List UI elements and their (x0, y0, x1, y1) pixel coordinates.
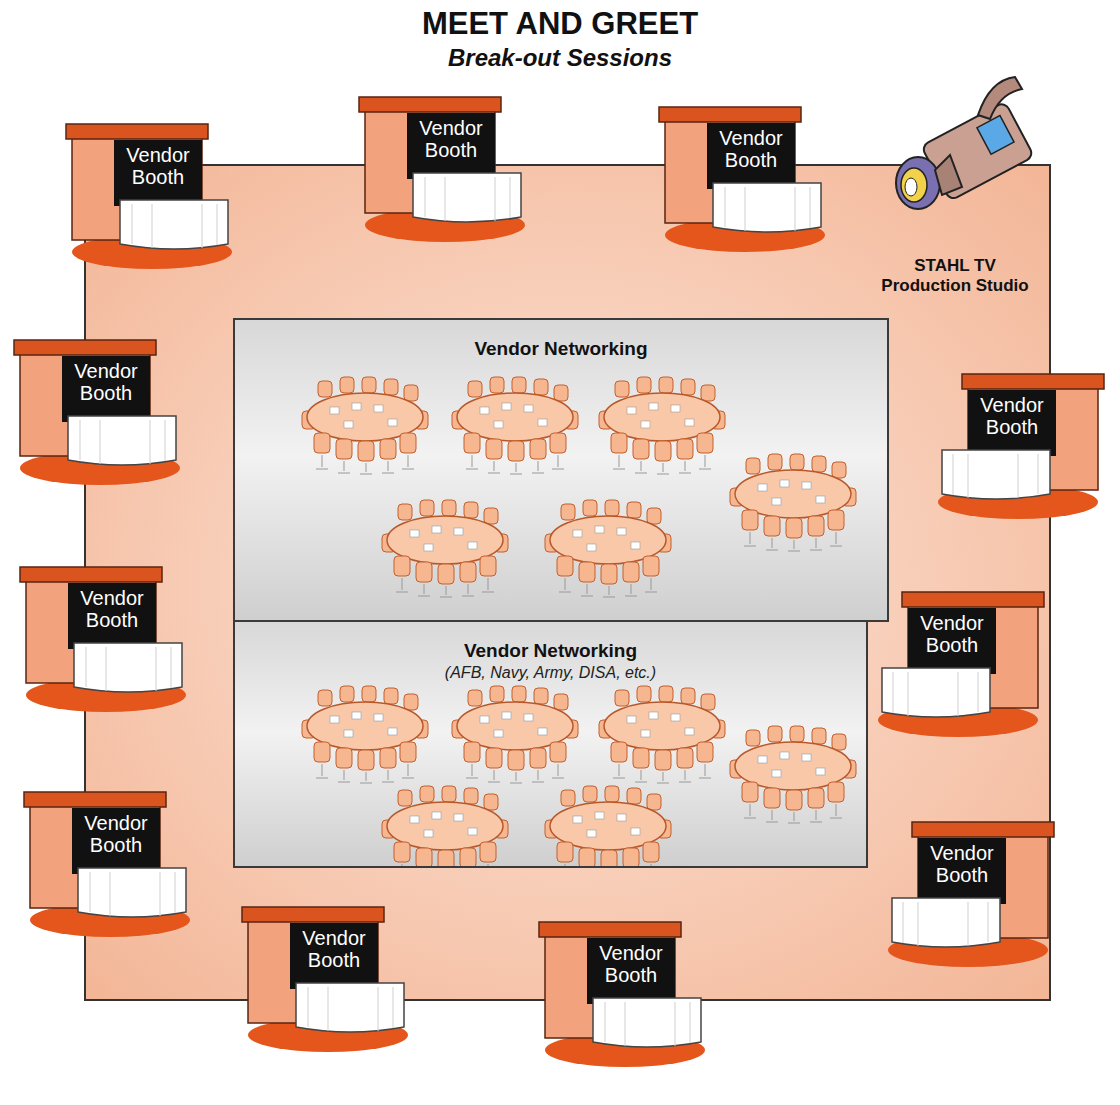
floor-area (85, 165, 1050, 1000)
vendor-booth: Vendor Booth (878, 590, 1048, 740)
booth-sign: Vendor Booth (290, 927, 378, 971)
conference-table (382, 500, 508, 597)
area-note: (AFB, Navy, Army, DISA, etc.) (235, 664, 866, 682)
booth-sign: Vendor Booth (62, 360, 150, 404)
area-heading: Vendor Networking (235, 320, 887, 360)
area-heading: Vendor Networking (235, 622, 866, 662)
booth-sign: Vendor Booth (968, 394, 1056, 438)
conference-table (599, 377, 725, 474)
booth-sign: Vendor Booth (68, 587, 156, 631)
booth-sign: Vendor Booth (407, 117, 495, 161)
conference-table (545, 500, 671, 597)
studio-label: STAHL TV Production Studio (860, 256, 1050, 295)
vendor-booth: Vendor Booth (888, 820, 1058, 970)
vendor-booth: Vendor Booth (20, 790, 190, 940)
conference-table (730, 454, 856, 551)
conference-table (599, 686, 725, 783)
video-camera (896, 77, 1034, 209)
booth-sign: Vendor Booth (587, 942, 675, 986)
conference-table (302, 377, 428, 474)
conference-tables (235, 320, 887, 620)
booth-sign: Vendor Booth (918, 842, 1006, 886)
conference-table (452, 377, 578, 474)
vendor-booth: Vendor Booth (16, 565, 186, 715)
subtitle: Break-out Sessions (0, 44, 1120, 72)
vendor-booth: Vendor Booth (535, 920, 705, 1070)
conference-table (452, 686, 578, 783)
conference-table (382, 786, 508, 866)
vendor-booth: Vendor Booth (10, 338, 180, 488)
vendor-booth: Vendor Booth (655, 105, 825, 255)
conference-table (302, 686, 428, 783)
networking-area: Vendor Networking (AFB, Navy, Army, DISA,… (233, 620, 868, 868)
studio-name: STAHL TV Production Studio (875, 256, 1035, 295)
booth-sign: Vendor Booth (72, 812, 160, 856)
diagram-title: MEET AND GREET (0, 6, 1120, 42)
vendor-booth: Vendor Booth (938, 372, 1108, 522)
conference-table (545, 786, 671, 866)
conference-table (730, 726, 856, 823)
booth-sign: Vendor Booth (908, 612, 996, 656)
networking-area: Vendor Networking (233, 318, 889, 622)
vendor-booth: Vendor Booth (238, 905, 408, 1055)
vendor-booth: Vendor Booth (355, 95, 525, 245)
vendor-booth: Vendor Booth (62, 122, 232, 272)
booth-sign: Vendor Booth (707, 127, 795, 171)
booth-sign: Vendor Booth (114, 144, 202, 188)
